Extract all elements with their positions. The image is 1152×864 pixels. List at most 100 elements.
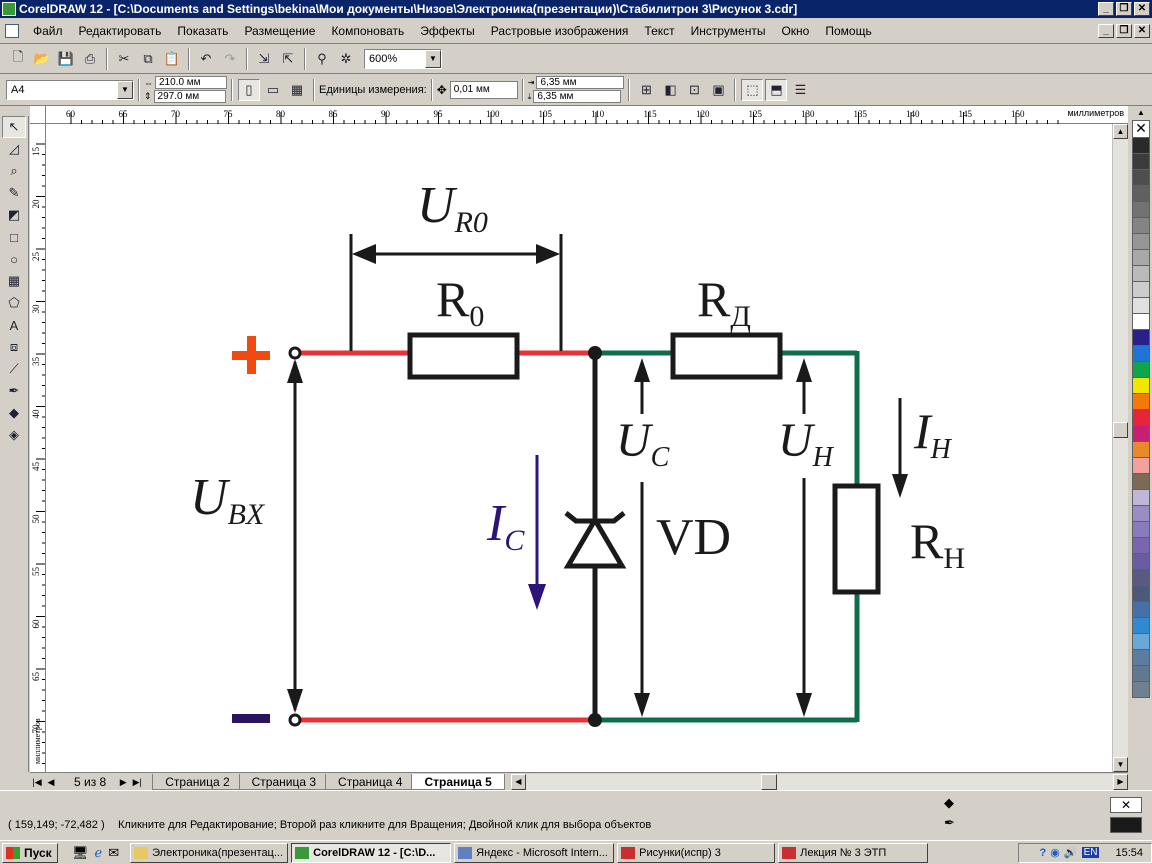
print-icon[interactable]: ⎙ xyxy=(84,50,96,66)
palette-swatch[interactable] xyxy=(1132,554,1150,570)
terminal-minus[interactable] xyxy=(288,713,302,727)
export-icon[interactable]: ⇱ xyxy=(282,50,294,66)
palette-swatch[interactable] xyxy=(1132,506,1150,522)
rectangle-tool-icon[interactable]: □ xyxy=(10,229,18,245)
interactive-fill-tool-icon[interactable]: ◈ xyxy=(9,427,19,442)
task-explorer[interactable]: Электроника(презентац... xyxy=(130,842,289,863)
hscroll-right-button[interactable]: ▶ xyxy=(1113,773,1128,790)
palette-swatch[interactable] xyxy=(1132,266,1150,282)
circuit-diagram[interactable]: UR0 R0 RД UBX UC UН IН IC VD RН xyxy=(46,124,1112,772)
current-page-icon[interactable]: ◧ xyxy=(664,81,677,97)
palette-swatch[interactable] xyxy=(1132,618,1150,634)
palette-swatch[interactable] xyxy=(1132,474,1150,490)
page-height-field[interactable]: 297.0 мм xyxy=(153,90,226,103)
palette-swatch[interactable] xyxy=(1132,170,1150,186)
no-color-swatch[interactable]: ✕ xyxy=(1132,120,1150,138)
save-icon[interactable]: 💾 xyxy=(57,50,75,66)
palette-swatch[interactable] xyxy=(1132,522,1150,538)
palette-swatch[interactable] xyxy=(1132,186,1150,202)
menu-text[interactable]: Текст xyxy=(644,23,675,38)
graph-paper-tool-icon[interactable]: ▦ xyxy=(7,273,21,288)
drawing-canvas[interactable]: UR0 R0 RД UBX UC UН IН IC VD RН xyxy=(46,124,1112,772)
quicklaunch-ie-icon[interactable]: ℯ xyxy=(94,844,103,860)
palette-swatch[interactable] xyxy=(1132,250,1150,266)
zoom-tool-icon[interactable]: ⌕ xyxy=(10,163,18,178)
tab-page-4[interactable]: Страница 4 xyxy=(325,773,416,790)
treat-as-filled-icon[interactable]: ⬚ xyxy=(741,78,764,101)
palette-swatch[interactable] xyxy=(1132,586,1150,602)
palette-swatch[interactable] xyxy=(1132,346,1150,362)
hscroll-thumb[interactable] xyxy=(760,773,777,790)
palette-swatch[interactable] xyxy=(1132,410,1150,426)
palette-swatch[interactable] xyxy=(1132,538,1150,554)
portrait-icon[interactable]: ▯ xyxy=(238,78,260,101)
doc-restore-button[interactable]: ❐ xyxy=(1116,24,1132,38)
import-icon[interactable]: ⇲ xyxy=(258,50,270,66)
duplicate-distance-y-field[interactable]: 6,35 мм xyxy=(533,90,622,103)
chevron-down-icon[interactable]: ▼ xyxy=(117,80,133,99)
doc-close-button[interactable]: ✕ xyxy=(1134,24,1150,38)
palette-swatch[interactable] xyxy=(1132,234,1150,250)
palette-swatch[interactable] xyxy=(1132,650,1150,666)
page-size-combo[interactable]: A4 ▼ xyxy=(6,79,134,100)
draw-bounds-icon[interactable]: ⬒ xyxy=(765,78,788,101)
basic-shapes-tool-icon[interactable]: ⬠ xyxy=(8,295,20,310)
palette-swatch[interactable] xyxy=(1132,666,1150,682)
next-page-icon[interactable]: ▶ xyxy=(119,776,127,787)
menu-file[interactable]: Файл xyxy=(33,23,63,38)
resistor-r0[interactable] xyxy=(407,332,520,380)
task-internet-explorer[interactable]: Яндекс - Microsoft Intern... xyxy=(454,842,615,863)
palette-swatch[interactable] xyxy=(1132,362,1150,378)
tab-page-5[interactable]: Страница 5 xyxy=(411,773,505,790)
zener-diode-vd[interactable] xyxy=(563,353,627,720)
outline-tool-icon[interactable]: ✒ xyxy=(8,383,20,398)
scroll-down-button[interactable]: ▼ xyxy=(1113,757,1128,772)
page-layout-icon[interactable]: ▦ xyxy=(290,81,304,97)
scroll-up-button[interactable]: ▲ xyxy=(1113,124,1128,139)
shape-tool-icon[interactable]: ◿ xyxy=(9,141,19,156)
ruler-corner[interactable] xyxy=(30,106,46,124)
palette-swatch[interactable] xyxy=(1132,602,1150,618)
palette-swatch[interactable] xyxy=(1132,394,1150,410)
palette-swatch[interactable] xyxy=(1132,570,1150,586)
close-button[interactable]: ✕ xyxy=(1134,2,1150,16)
ellipse-tool-icon[interactable]: ○ xyxy=(10,251,18,267)
palette-swatch[interactable] xyxy=(1132,682,1150,698)
task-coreldraw[interactable]: CorelDRAW 12 - [C:\D... xyxy=(291,842,452,863)
palette-swatch[interactable] xyxy=(1132,298,1150,314)
task-pictures[interactable]: Рисунки(испр) 3 xyxy=(617,842,776,863)
chevron-down-icon[interactable]: ▼ xyxy=(425,49,441,68)
fill-color-swatch[interactable]: ✕ xyxy=(1110,797,1142,813)
tab-page-2[interactable]: Страница 2 xyxy=(152,773,243,790)
doc-minimize-button[interactable]: _ xyxy=(1098,24,1114,38)
nudge-field[interactable]: 0,01 мм xyxy=(449,80,518,99)
horizontal-scrollbar[interactable]: ◀ ▶ xyxy=(510,773,1128,790)
palette-swatch[interactable] xyxy=(1132,442,1150,458)
paste-icon[interactable]: 📋 xyxy=(163,50,181,66)
palette-swatch[interactable] xyxy=(1132,154,1150,170)
menu-arrange[interactable]: Компоновать xyxy=(331,23,405,38)
last-page-icon[interactable]: ▶| xyxy=(132,776,142,787)
palette-swatch[interactable] xyxy=(1132,314,1150,330)
task-lecture[interactable]: Лекция № 3 ЭТП xyxy=(778,842,929,863)
palette-swatch[interactable] xyxy=(1132,282,1150,298)
duplicate-distance-x-field[interactable]: 6,35 мм xyxy=(536,76,625,89)
start-button[interactable]: Пуск xyxy=(2,842,58,863)
page-width-field[interactable]: 210.0 мм xyxy=(155,76,227,89)
outline-color-swatch[interactable] xyxy=(1110,817,1142,833)
app-launcher-icon[interactable]: ⚲ xyxy=(317,50,327,66)
interactive-blend-tool-icon[interactable]: ⧈ xyxy=(9,339,19,354)
palette-swatch[interactable] xyxy=(1132,458,1150,474)
eyedropper-tool-icon[interactable]: ⟋ xyxy=(9,361,19,376)
palette-swatch[interactable] xyxy=(1132,426,1150,442)
document-icon[interactable] xyxy=(5,23,19,38)
help-tray-icon[interactable]: ? xyxy=(1039,846,1047,859)
landscape-icon[interactable]: ▭ xyxy=(266,81,280,97)
vertical-scrollbar[interactable]: ▲ ▼ xyxy=(1112,124,1128,772)
menu-help[interactable]: Помощь xyxy=(825,23,872,38)
new-document-icon[interactable]: 🗋 xyxy=(12,48,24,64)
coreldraw-app-icon[interactable] xyxy=(2,2,16,16)
options-icon[interactable]: ☰ xyxy=(794,81,807,97)
